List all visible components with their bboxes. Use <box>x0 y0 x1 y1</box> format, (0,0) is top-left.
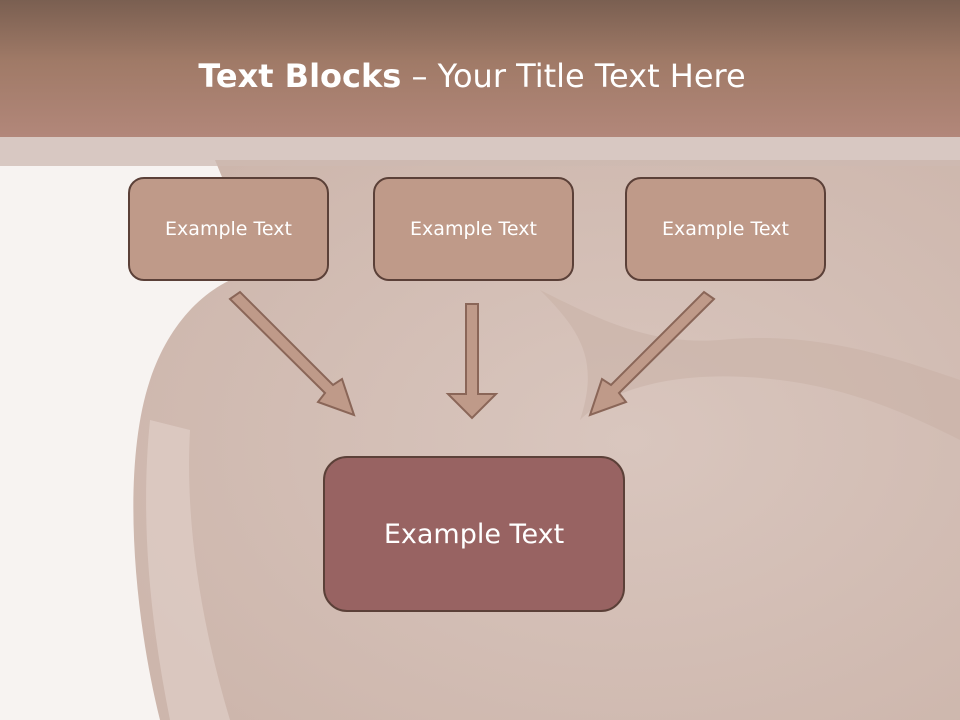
text-block-2-label: Example Text <box>410 218 537 240</box>
text-block-3-label: Example Text <box>662 218 789 240</box>
main-text-block-label: Example Text <box>383 518 565 550</box>
title-banner <box>0 0 960 137</box>
text-block-1-label: Example Text <box>165 218 292 240</box>
arrow-right <box>588 290 716 417</box>
text-block-2: Example Text <box>373 177 574 281</box>
arrow-center <box>445 303 499 420</box>
slide-title: Text Blocks – Your Title Text Here <box>0 56 944 96</box>
title-banner-strip <box>0 137 960 166</box>
title-dash: – <box>401 57 438 95</box>
main-text-block: Example Text <box>323 456 625 612</box>
text-block-3: Example Text <box>625 177 826 281</box>
title-bold: Text Blocks <box>198 57 402 95</box>
title-rest: Your Title Text Here <box>437 57 746 95</box>
arrow-left <box>228 290 356 417</box>
text-block-1: Example Text <box>128 177 329 281</box>
